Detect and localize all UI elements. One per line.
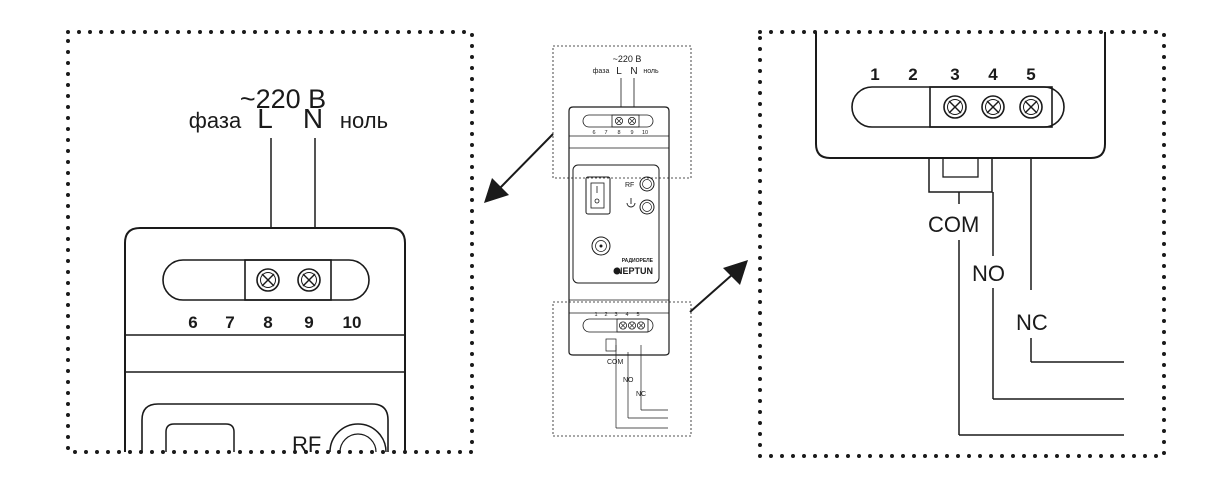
mini-terminal-number: 9	[630, 130, 633, 136]
terminal-number: 9	[304, 313, 313, 332]
terminal-number: 6	[188, 313, 197, 332]
mini-relay-number: 4	[625, 312, 628, 318]
arrow-to-right-icon	[689, 260, 748, 313]
screw-5-icon	[1019, 95, 1043, 119]
arrow-to-left-icon	[484, 133, 554, 203]
mini-relay-number: 3	[614, 312, 617, 318]
device-housing	[124, 227, 406, 452]
power-button	[639, 199, 655, 215]
mini-terminal-number: 8	[617, 130, 620, 136]
power-switch	[585, 176, 611, 215]
mini-relay-number: 2	[604, 312, 607, 318]
power-zoom-panel: ~220 В фаза L N ноль 6 7 8 9 10 RF	[66, 30, 474, 457]
mini-relay-number: 5	[636, 312, 639, 318]
com-jumper	[928, 157, 993, 193]
screw-3-icon	[943, 95, 967, 119]
device-face-panel	[141, 403, 389, 452]
phase-letter: L	[257, 103, 273, 134]
neutral-letter: N	[303, 103, 323, 134]
voltage-label: ~220 В	[240, 84, 326, 114]
device-phase-word: фаза	[593, 68, 610, 75]
device-neutral-letter: N	[630, 66, 637, 77]
terminal-number: 10	[343, 313, 362, 332]
relay-terminal-number: 3	[950, 65, 959, 84]
relay-terminal-number: 4	[988, 65, 998, 84]
top-zoom-region	[552, 45, 692, 179]
brand-logo-icon	[613, 267, 621, 275]
relay-zoom-panel: 1 2 3 4 5 COM NO NC	[758, 30, 1166, 458]
switch-window	[165, 423, 235, 452]
rf-button-partial	[329, 423, 387, 453]
device-phase-letter: L	[616, 66, 622, 77]
mini-relay-number: 1	[594, 312, 597, 318]
left-dotted-frame	[66, 30, 474, 454]
relay-terminal-number: 1	[870, 65, 879, 84]
nc-label: NC	[1016, 310, 1048, 335]
device-neutral-word: ноль	[643, 68, 659, 75]
screw-9-icon	[297, 268, 321, 292]
power-icon	[626, 198, 636, 208]
screw-8-icon	[256, 268, 280, 292]
screw-4-icon	[981, 95, 1005, 119]
terminal-number: 8	[263, 313, 272, 332]
relay-terminal-block	[929, 86, 1053, 128]
bottom-zoom-region	[552, 301, 692, 437]
mini-terminal-number: 7	[604, 130, 607, 136]
device-front	[572, 164, 660, 284]
led-indicator	[591, 236, 611, 256]
phase-word: фаза	[189, 108, 242, 133]
terminal-number: 7	[225, 313, 234, 332]
relay-housing	[815, 32, 1106, 159]
mini-terminal-number: 6	[592, 130, 595, 136]
relay-terminal-number: 2	[908, 65, 917, 84]
rf-label-partial: RF	[292, 432, 321, 457]
mini-nc-label: NC	[636, 391, 646, 398]
device-rf-label: RF	[625, 182, 634, 189]
device-voltage-label: ~220 В	[613, 54, 642, 64]
mini-terminal-number: 10	[642, 130, 648, 136]
mini-no-label: NO	[623, 377, 634, 384]
com-label: COM	[928, 212, 979, 237]
brand-name: NEPTUN	[616, 266, 653, 276]
neutral-word: ноль	[340, 108, 388, 133]
relay-terminal-number: 5	[1026, 65, 1035, 84]
right-dotted-frame	[758, 30, 1166, 458]
terminal-block	[244, 259, 332, 301]
mini-com-label: COM	[607, 359, 624, 366]
brand-caption: РАДИОРЕЛЕ	[622, 258, 654, 264]
rf-button	[639, 176, 655, 192]
relay-device: ~220 В фаза L N ноль 6 7 8 9 10 RF	[552, 45, 692, 437]
no-label: NO	[972, 261, 1005, 286]
